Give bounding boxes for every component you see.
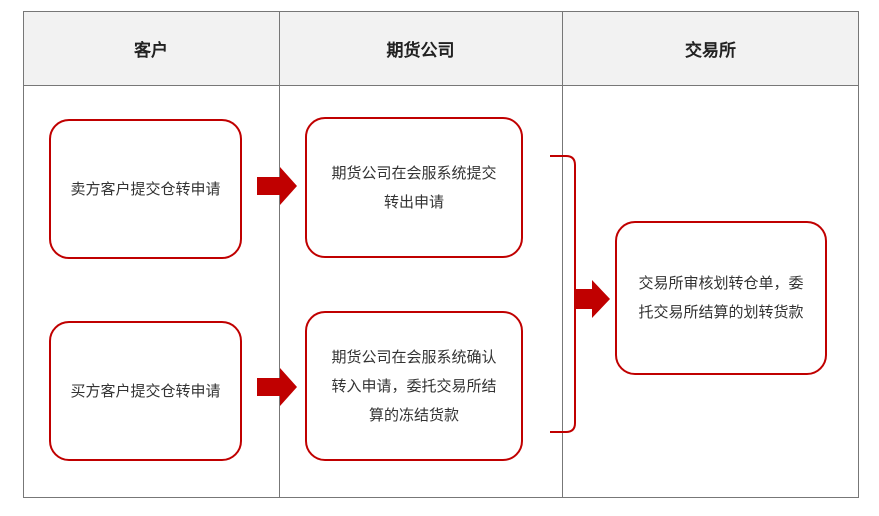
node-broker-confirm-in: 期货公司在会服系统确认转入申请，委托交易所结算的冻结货款 xyxy=(305,311,523,461)
column-header-customer: 客户 xyxy=(134,41,168,61)
node-seller-request-text: 卖方客户提交仓转申请 xyxy=(70,179,221,198)
node-buyer-request-text: 买方客户提交仓转申请 xyxy=(70,381,221,400)
column-divider-2 xyxy=(562,11,563,498)
node-seller-request: 卖方客户提交仓转申请 xyxy=(49,119,242,259)
node-exchange-review: 交易所审核划转仓单，委托交易所结算的划转货款 xyxy=(615,221,827,375)
column-header-broker: 期货公司 xyxy=(386,41,455,61)
node-broker-submit-out: 期货公司在会服系统提交转出申请 xyxy=(305,117,523,258)
column-divider-1 xyxy=(279,11,280,498)
bracket-merge xyxy=(550,155,576,433)
node-broker-submit-out-text: 期货公司在会服系统提交转出申请 xyxy=(331,163,497,211)
arrow-broker-to-exchange xyxy=(576,280,610,318)
node-buyer-request: 买方客户提交仓转申请 xyxy=(49,321,242,461)
flow-table xyxy=(23,11,859,498)
arrow-seller-to-broker xyxy=(257,167,297,205)
column-header-exchange: 交易所 xyxy=(685,41,736,61)
arrow-buyer-to-broker xyxy=(257,368,297,406)
node-broker-confirm-in-text: 期货公司在会服系统确认转入申请，委托交易所结算的冻结货款 xyxy=(331,347,497,424)
node-exchange-review-text: 交易所审核划转仓单，委托交易所结算的划转货款 xyxy=(638,274,804,321)
